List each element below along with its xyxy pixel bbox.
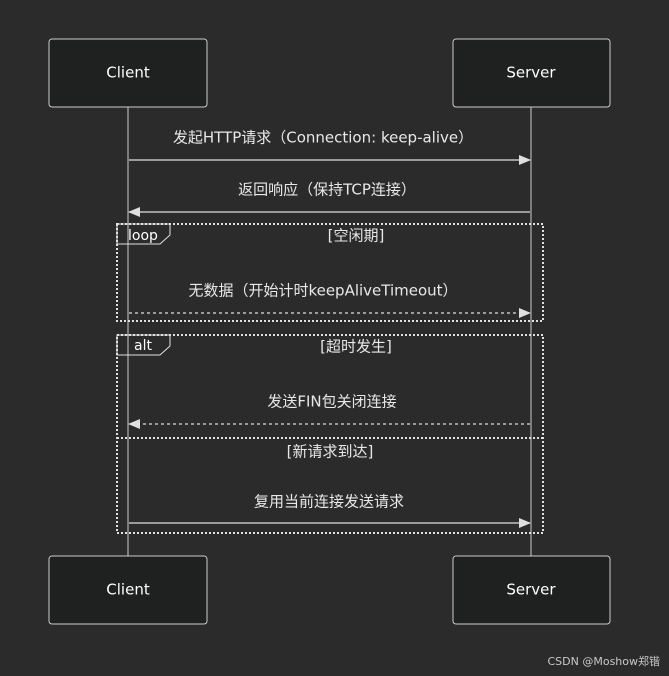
- watermark: CSDN @Moshow郑锴: [547, 654, 660, 668]
- server-actor-bottom-label: Server: [506, 581, 556, 599]
- message-5-label: 复用当前连接发送请求: [254, 493, 404, 511]
- message-1-label: 发起HTTP请求（Connection: keep-alive）: [173, 129, 473, 147]
- message-4-label: 发送FIN包关闭连接: [267, 393, 396, 411]
- server-actor-label: Server: [506, 64, 556, 82]
- loop-frame: loop [空闲期]: [116, 223, 544, 322]
- server-actor-top[interactable]: Server: [452, 38, 611, 108]
- alt-frame-else-condition: [新请求到达]: [287, 443, 374, 461]
- server-actor-bottom[interactable]: Server: [452, 555, 611, 625]
- loop-frame-condition: [空闲期]: [328, 227, 385, 245]
- client-actor-bottom-label: Client: [106, 581, 150, 599]
- client-actor-top[interactable]: Client: [48, 38, 208, 108]
- loop-frame-label: loop: [128, 228, 158, 244]
- alt-frame-condition: [超时发生]: [320, 338, 392, 356]
- message-2-label: 返回响应（保持TCP连接）: [238, 181, 416, 199]
- alt-frame-label: alt: [134, 338, 152, 354]
- alt-frame: alt [超时发生] [新请求到达]: [116, 334, 544, 534]
- client-actor-label: Client: [106, 64, 150, 82]
- message-3-label: 无数据（开始计时keepAliveTimeout）: [188, 282, 457, 300]
- client-actor-bottom[interactable]: Client: [48, 555, 208, 625]
